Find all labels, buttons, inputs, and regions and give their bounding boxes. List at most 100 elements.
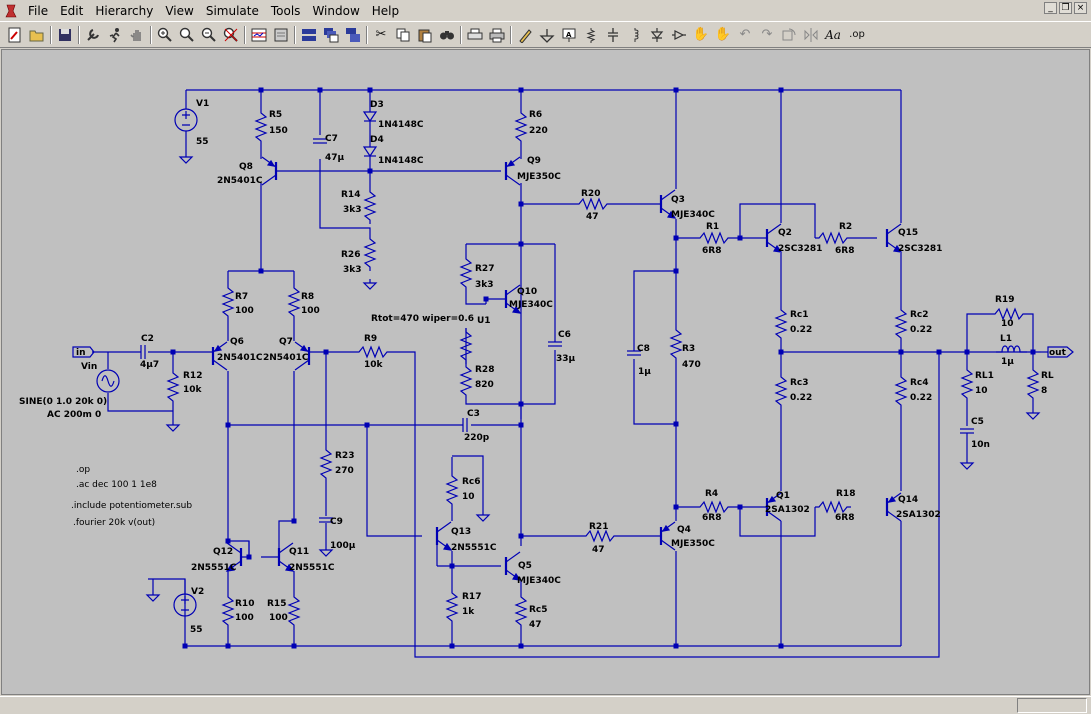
text-q3-value[interactable]: MJE340C: [671, 210, 715, 220]
text-r23-value[interactable]: 270: [335, 466, 354, 476]
text-r6-value[interactable]: 220: [529, 126, 548, 136]
text-q7[interactable]: Q7: [279, 337, 293, 347]
text-r10[interactable]: R10: [235, 599, 254, 609]
wire[interactable]: [452, 455, 484, 511]
text-c3-value[interactable]: 220p: [464, 433, 490, 443]
text-r8[interactable]: R8: [301, 292, 314, 302]
wire[interactable]: [633, 270, 676, 351]
text-q11-value[interactable]: 2N5551C: [289, 563, 335, 573]
capacitor-c3[interactable]: [462, 418, 468, 432]
resistor-rc3[interactable]: [774, 373, 788, 409]
text-q11[interactable]: Q11: [289, 547, 309, 557]
resistor-r18[interactable]: [815, 500, 851, 514]
net-label-in[interactable]: [72, 346, 95, 358]
text-r7-value[interactable]: 100: [235, 306, 254, 316]
potentiometer-u1[interactable]: [459, 328, 473, 364]
spice-directive[interactable]: .op: [76, 465, 90, 475]
text-rc4[interactable]: Rc4: [910, 378, 929, 388]
text-r23[interactable]: R23: [335, 451, 354, 461]
spice-directive[interactable]: .include potentiometer.sub: [71, 501, 192, 511]
text-rc6[interactable]: Rc6: [462, 477, 481, 487]
halt-icon[interactable]: [126, 24, 148, 46]
text-r20[interactable]: R20: [581, 189, 600, 199]
resistor-r19[interactable]: [991, 307, 1027, 321]
menu-view[interactable]: View: [165, 3, 194, 18]
text-c2[interactable]: C2: [141, 334, 154, 344]
close-all-icon[interactable]: [298, 24, 320, 46]
schematic-drawing[interactable]: V155R5150C747µD31N4148CD41N4148CR6220Q82…: [2, 50, 1089, 694]
text-r20-value[interactable]: 47: [586, 212, 599, 222]
text-q5[interactable]: Q5: [518, 561, 532, 571]
capacitor-c7[interactable]: [313, 138, 327, 144]
resistor-rc5[interactable]: [514, 593, 528, 629]
draw-wire-icon[interactable]: [514, 24, 536, 46]
text-rc2-value[interactable]: 0.22: [910, 325, 932, 335]
rotate-icon[interactable]: [778, 24, 800, 46]
resistor-r14[interactable]: [363, 188, 377, 224]
diode-d4[interactable]: [362, 146, 378, 158]
resistor-r7[interactable]: [221, 284, 235, 320]
text-c5-value[interactable]: 10n: [971, 440, 990, 450]
menu-simulate[interactable]: Simulate: [205, 3, 259, 18]
text-r15-value[interactable]: 100: [269, 613, 288, 623]
text-r14[interactable]: R14: [341, 190, 360, 200]
resistor-r17[interactable]: [445, 589, 459, 625]
text-q6[interactable]: Q6: [230, 337, 244, 347]
resistor-r21[interactable]: [582, 529, 618, 543]
text-d4[interactable]: D4: [370, 135, 384, 145]
text-r3[interactable]: R3: [682, 344, 695, 354]
resistor-icon[interactable]: [580, 24, 602, 46]
text-q5-value[interactable]: MJE340C: [517, 576, 561, 586]
zoom-in-icon[interactable]: [154, 24, 176, 46]
text-r5-value[interactable]: 150: [269, 126, 288, 136]
text-c3[interactable]: C3: [467, 409, 480, 419]
text-c2-value[interactable]: 4µ7: [140, 360, 159, 370]
text-vin-ac[interactable]: AC 200m 0: [47, 410, 101, 420]
transistor-q8[interactable]: [261, 156, 278, 186]
text-r4[interactable]: R4: [705, 489, 718, 499]
resistor-r5[interactable]: [254, 109, 268, 145]
diode-d3[interactable]: [362, 111, 378, 123]
text-v1-value[interactable]: 55: [196, 137, 209, 147]
text-q13[interactable]: Q13: [451, 527, 471, 537]
capacitor-c8[interactable]: [627, 350, 641, 356]
component-icon[interactable]: [668, 24, 690, 46]
wire[interactable]: [465, 350, 556, 405]
open-icon[interactable]: [26, 24, 48, 46]
transistor-q7[interactable]: [294, 341, 311, 371]
text-q7-value[interactable]: 2N5401C: [263, 353, 309, 363]
text-c6[interactable]: C6: [558, 330, 571, 340]
tile-icon[interactable]: [248, 24, 270, 46]
diode-icon[interactable]: [646, 24, 668, 46]
resistor-r28[interactable]: [459, 363, 473, 399]
resistor-r20[interactable]: [575, 197, 611, 211]
spice-directive-icon[interactable]: .op: [849, 29, 865, 40]
text-rc5[interactable]: Rc5: [529, 605, 548, 615]
wire[interactable]: [261, 520, 294, 558]
text-r1[interactable]: R1: [706, 222, 719, 232]
text-r17[interactable]: R17: [462, 592, 481, 602]
resistor-r12[interactable]: [166, 369, 180, 405]
resistor-rc2[interactable]: [894, 306, 908, 342]
resistor-rc4[interactable]: [894, 373, 908, 409]
text-u1-params[interactable]: Rtot=470 wiper=0.6: [371, 314, 474, 324]
move-icon[interactable]: ✋: [692, 27, 710, 42]
text-rc6-value[interactable]: 10: [462, 492, 475, 502]
text-r26-value[interactable]: 3k3: [343, 265, 362, 275]
paste-icon[interactable]: [414, 24, 436, 46]
text-v2-value[interactable]: 55: [190, 625, 203, 635]
text-q10[interactable]: Q10: [517, 287, 537, 297]
text-rl[interactable]: RL: [1041, 371, 1054, 381]
text-rl1-value[interactable]: 10: [975, 386, 988, 396]
text-r27[interactable]: R27: [475, 264, 494, 274]
ground-icon[interactable]: [536, 24, 558, 46]
text-r7[interactable]: R7: [235, 292, 248, 302]
text-d4-value[interactable]: 1N4148C: [378, 156, 424, 166]
inductor-icon[interactable]: [624, 24, 646, 46]
text-rc4-value[interactable]: 0.22: [910, 393, 932, 403]
text-c7-value[interactable]: 47µ: [325, 153, 345, 163]
undo-icon[interactable]: ↶: [739, 27, 751, 42]
wire[interactable]: [184, 591, 901, 647]
text-c7[interactable]: C7: [325, 134, 338, 144]
menu-hierarchy[interactable]: Hierarchy: [95, 3, 154, 18]
